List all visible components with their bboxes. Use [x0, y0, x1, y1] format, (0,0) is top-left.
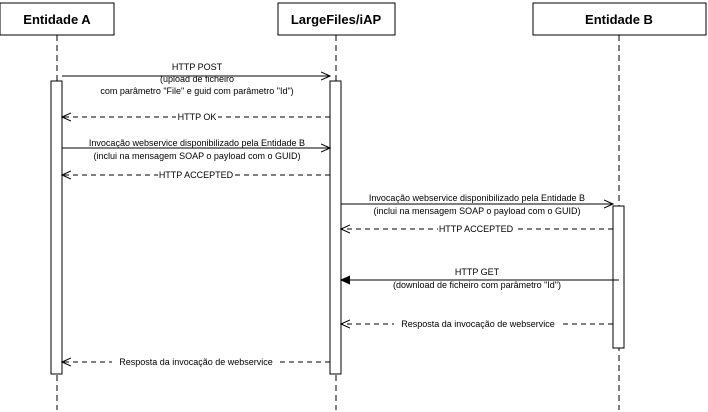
message-label: (upload de ficheiro — [160, 74, 234, 84]
message-label: com parâmetro "File" e guid com parâmetr… — [100, 86, 293, 96]
message-label: Invocação webservice disponibilizado pel… — [369, 193, 585, 203]
message-label: HTTP ACCEPTED — [159, 170, 234, 180]
message-http-accepted-b: HTTP ACCEPTED — [341, 223, 613, 235]
message-label-bg — [176, 111, 218, 123]
message-resposta-webservice-a: Resposta da invocação de webservice — [62, 356, 330, 368]
participant-label: Entidade B — [585, 12, 653, 27]
participant-entidade-b: Entidade B — [532, 2, 707, 36]
message-label: HTTP ACCEPTED — [439, 224, 514, 234]
message-invocacao-webservice-b: Invocação webservice disponibilizado pel… — [341, 193, 613, 216]
message-label-bg — [112, 356, 280, 368]
participant-label: LargeFiles/iAP — [291, 12, 382, 27]
message-label: HTTP POST — [172, 62, 223, 72]
participant-entidade-a: Entidade A — [0, 2, 115, 36]
message-label-bg — [438, 223, 514, 235]
message-label: HTTP GET — [455, 267, 500, 277]
message-label: HTTP OK — [178, 112, 217, 122]
activation-bar-entidade-b — [612, 205, 625, 349]
activation-bar-entidade-a — [50, 80, 63, 375]
participant-label: Entidade A — [23, 12, 91, 27]
message-http-get: HTTP GET (download de ficheiro com parâm… — [341, 267, 619, 290]
message-label: (download de ficheiro com parâmetro "Id"… — [393, 280, 561, 290]
participant-largefiles-iap: LargeFiles/iAP — [277, 2, 396, 36]
message-http-post: HTTP POST (upload de ficheiro com parâme… — [62, 62, 330, 96]
message-label: Resposta da invocação de webservice — [401, 319, 555, 329]
message-invocacao-webservice-a: Invocação webservice disponibilizado pel… — [62, 138, 330, 161]
message-label: (inclui na mensagem SOAP o payload com o… — [374, 206, 581, 216]
message-label: Invocação webservice disponibilizado pel… — [89, 138, 305, 148]
message-resposta-webservice-b: Resposta da invocação de webservice — [341, 318, 613, 330]
message-label: Resposta da invocação de webservice — [119, 357, 273, 367]
message-label-bg — [158, 169, 234, 181]
message-label: (inclui na mensagem SOAP o payload com o… — [94, 151, 301, 161]
message-http-accepted-a: HTTP ACCEPTED — [62, 169, 330, 181]
activation-bar-largefiles-iap — [329, 80, 342, 375]
message-http-ok: HTTP OK — [62, 111, 330, 123]
message-label-bg — [394, 318, 562, 330]
